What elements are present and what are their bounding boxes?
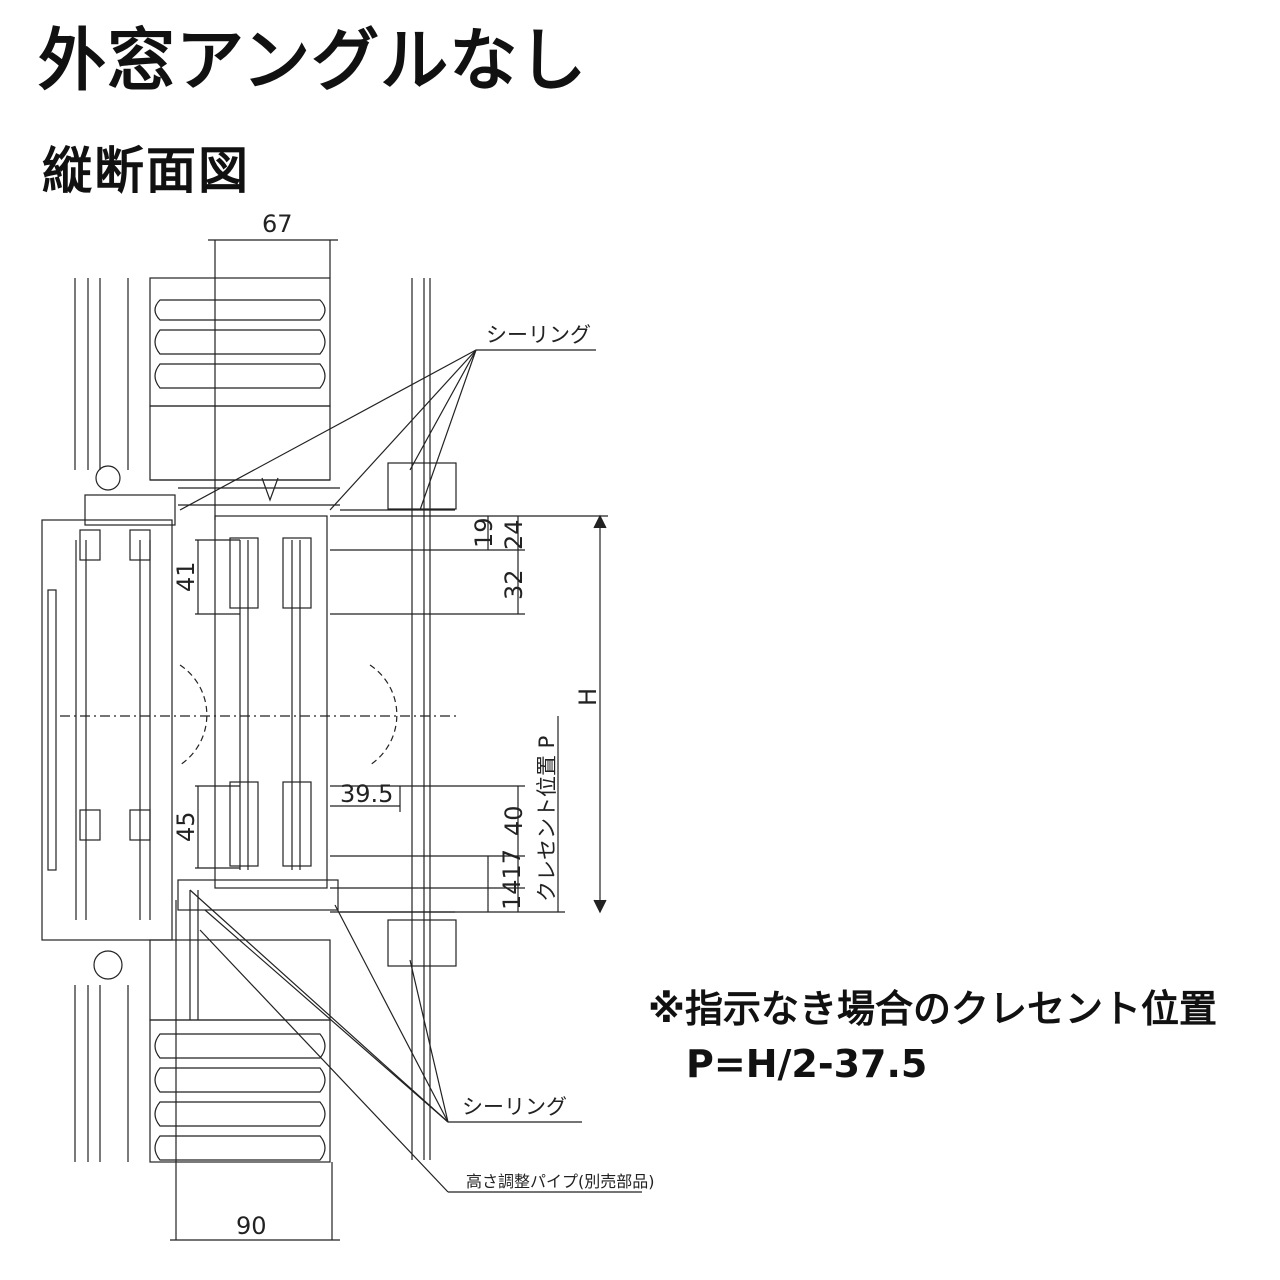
dim-text-40: 40 xyxy=(500,805,528,836)
outer-sash xyxy=(41,494,176,941)
leader-sealing-top: シーリング xyxy=(179,323,596,511)
page-subtitle: 縦断面図 xyxy=(42,142,250,200)
dim-text-24: 24 xyxy=(500,519,528,550)
outer-wall-layers xyxy=(74,278,129,1162)
dim-text-90: 90 xyxy=(236,1212,267,1240)
leader-sealing-bottom: シーリング xyxy=(189,889,582,1123)
dim-text-1417: 1417 xyxy=(498,849,526,910)
dim-right: 19 24 32 H クレセント位置 P 40 1417 39.5 xyxy=(330,514,608,914)
lower-wall xyxy=(149,939,331,1163)
dim-text-19: 19 xyxy=(470,517,498,548)
dim-left: 41 45 xyxy=(172,539,240,869)
dim-text-67: 67 xyxy=(262,210,293,238)
label-pipe: 高さ調整パイプ(別売部品) xyxy=(466,1172,655,1191)
dim-text-32: 32 xyxy=(500,569,528,600)
inner-frame xyxy=(177,477,340,911)
dim-text-39-5: 39.5 xyxy=(340,780,393,808)
page-title: 外窓アングルなし xyxy=(38,22,588,101)
dim-text-crescent: クレセント位置 P xyxy=(535,736,559,902)
label-sealing-top: シーリング xyxy=(486,323,591,347)
center-line xyxy=(60,664,460,766)
dim-bottom-90: 90 xyxy=(170,900,340,1241)
dim-text-h: H xyxy=(574,688,602,706)
note-formula: P=H/2-37.5 xyxy=(686,1042,928,1087)
dim-text-41: 41 xyxy=(172,561,200,592)
crescent-note: ※指示なき場合のクレセント位置 P=H/2-37.5 xyxy=(648,982,1217,1092)
interior-wall xyxy=(340,278,457,1160)
label-sealing-bottom: シーリング xyxy=(462,1095,567,1119)
upper-wall xyxy=(149,277,331,481)
leader-pipe: 高さ調整パイプ(別売部品) xyxy=(189,890,655,1193)
dim-top-67: 67 xyxy=(208,210,338,520)
dim-text-45: 45 xyxy=(172,811,200,842)
note-line1: ※指示なき場合のクレセント位置 xyxy=(648,987,1217,1031)
